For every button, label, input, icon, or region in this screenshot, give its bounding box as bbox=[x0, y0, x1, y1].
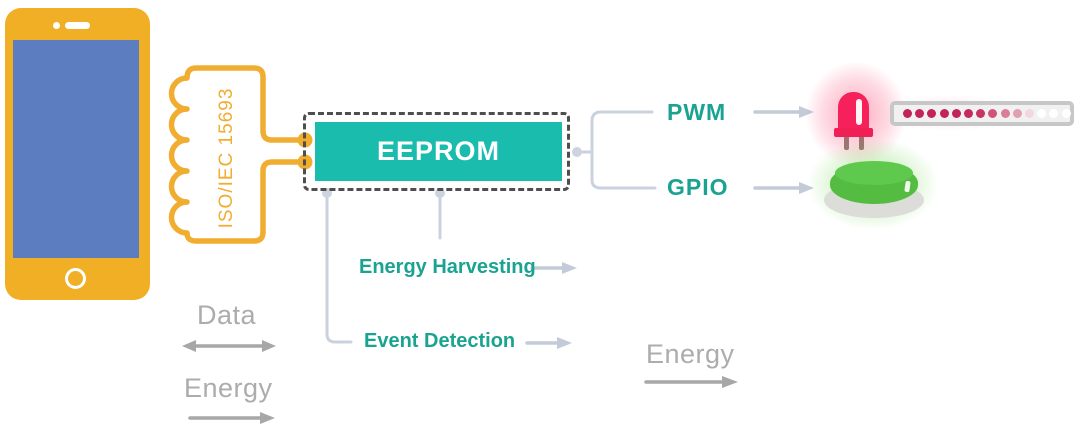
phone-speaker-slot bbox=[65, 22, 90, 29]
energy-harvesting-arrowhead bbox=[562, 262, 577, 274]
eeprom-dashed-frame bbox=[303, 112, 570, 191]
led-bar-dot bbox=[964, 109, 973, 118]
phone-camera-dot bbox=[53, 22, 60, 29]
led-bar-dots bbox=[894, 105, 1071, 122]
phone-home-button bbox=[65, 268, 86, 289]
energy-arrowhead-right bbox=[722, 376, 738, 388]
event-detection-line bbox=[325, 196, 353, 344]
led-bar-dot bbox=[951, 109, 961, 118]
event-detection-label: Event Detection bbox=[364, 330, 516, 352]
led-bar-dot bbox=[988, 109, 998, 118]
eeprom-right-pin bbox=[572, 147, 582, 157]
event-detection-arrowhead bbox=[557, 337, 572, 349]
energy-flow-label: Energy bbox=[646, 339, 735, 369]
led-bar-dot bbox=[939, 109, 949, 118]
data-arrowhead-left bbox=[182, 340, 196, 352]
eeprom-label: EEPROM bbox=[376, 136, 501, 166]
led-bar-dot bbox=[976, 109, 986, 118]
eeprom-block: EEPROM bbox=[315, 122, 562, 181]
energy-harvesting-label: Energy Harvesting bbox=[359, 256, 536, 278]
led-bar-dot bbox=[1061, 109, 1071, 118]
led-bar-dot bbox=[903, 109, 912, 118]
led-bar-dot bbox=[927, 109, 937, 118]
pwm-arrowhead bbox=[799, 106, 814, 118]
led-highlight bbox=[856, 99, 862, 125]
pwm-label: PWM bbox=[667, 99, 727, 125]
data-legend-label: Data bbox=[197, 300, 257, 330]
led-strip-icon bbox=[890, 101, 1074, 126]
led-bar-dot bbox=[1049, 109, 1059, 118]
phone-screen bbox=[13, 40, 139, 258]
led-bar-dot bbox=[1000, 109, 1010, 118]
led-flange bbox=[834, 128, 873, 137]
smartphone-icon bbox=[5, 8, 150, 300]
data-arrowhead-right bbox=[262, 340, 276, 352]
gpio-arrowhead bbox=[799, 182, 814, 194]
led-bar-dot bbox=[1025, 109, 1034, 118]
energy-arrowhead-left-legend bbox=[260, 412, 275, 424]
coil-outline bbox=[168, 65, 307, 244]
led-icon bbox=[838, 92, 869, 130]
gpio-label: GPIO bbox=[667, 174, 729, 200]
push-button-cap-top bbox=[835, 161, 913, 185]
led-bar-dot bbox=[1037, 109, 1047, 118]
energy-legend-label: Energy bbox=[184, 373, 273, 403]
led-bar-dot bbox=[915, 109, 925, 118]
led-bar-dot bbox=[1012, 109, 1022, 118]
pwm-gpio-split-line bbox=[590, 110, 657, 190]
